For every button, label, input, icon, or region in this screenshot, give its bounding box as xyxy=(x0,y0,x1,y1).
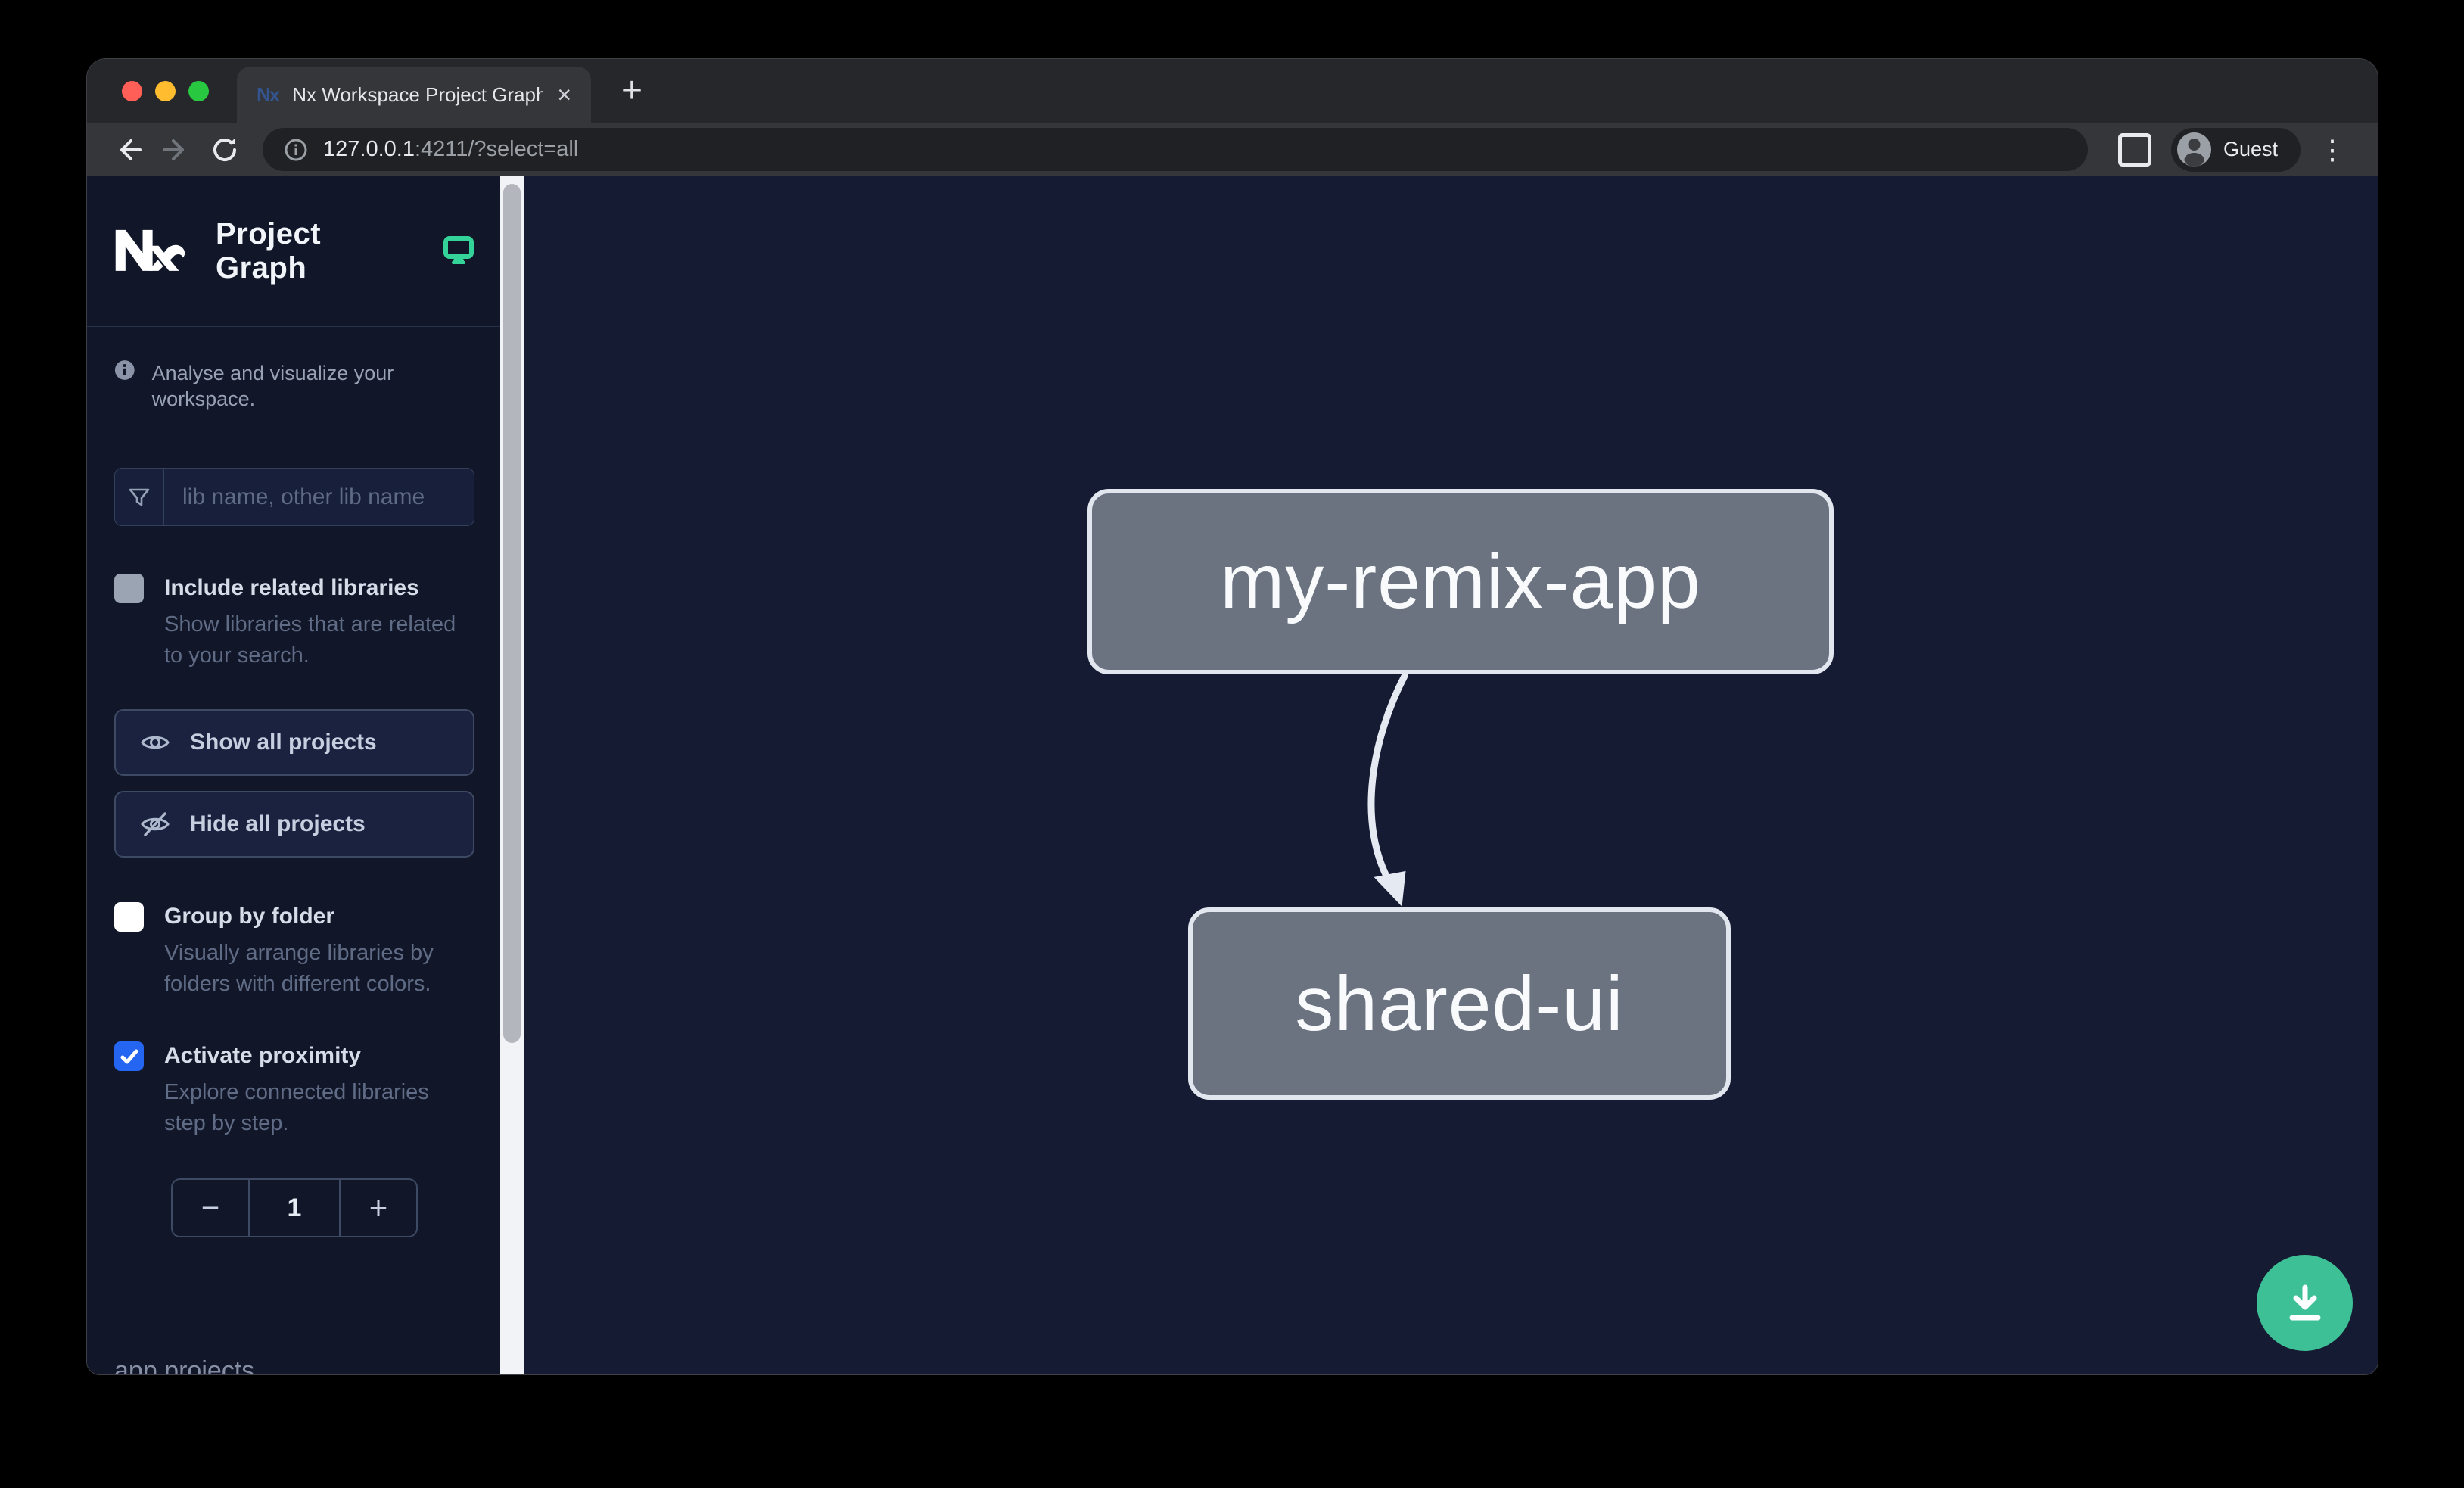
group-by-folder-checkbox[interactable] xyxy=(114,902,144,932)
minimize-window-button[interactable] xyxy=(155,81,176,101)
divider xyxy=(87,326,500,327)
option-description: Visually arrange libraries by folders wi… xyxy=(164,941,434,996)
tagline-text: Analyse and visualize your workspace. xyxy=(151,362,394,410)
tagline-row: Analyse and visualize your workspace. xyxy=(114,359,474,412)
side-panel-icon[interactable] xyxy=(2117,132,2151,167)
profile-label: Guest xyxy=(2223,138,2278,160)
option-activate-proximity: Activate proximity Explore connected lib… xyxy=(114,1041,474,1139)
button-label: Hide all projects xyxy=(190,811,366,836)
option-group-by-folder: Group by folder Visually arrange librari… xyxy=(114,901,474,1000)
back-icon[interactable] xyxy=(107,129,149,171)
nx-favicon-icon: Nx xyxy=(257,82,280,106)
sidebar-header: Project Graph xyxy=(114,176,474,285)
url-bar[interactable]: 127.0.0.1:4211/?select=all xyxy=(263,128,2088,171)
search-input[interactable] xyxy=(164,469,474,525)
page-content: Project Graph Analyse and visualize your… xyxy=(87,176,2378,1374)
dependency-edge xyxy=(1367,671,1409,907)
url-text: 127.0.0.1:4211/?select=all xyxy=(323,137,579,161)
sidebar-scrollbar-track[interactable] xyxy=(500,176,524,1374)
nx-logo xyxy=(114,229,187,275)
option-description: Explore connected libraries step by step… xyxy=(164,1080,429,1135)
hide-all-projects-button[interactable]: Hide all projects xyxy=(114,791,474,858)
button-label: Show all projects xyxy=(190,730,377,755)
search-box xyxy=(114,468,474,526)
download-image-button[interactable] xyxy=(2257,1255,2353,1351)
decrease-button[interactable]: − xyxy=(201,1190,220,1225)
graph-node-my-remix-app[interactable]: my-remix-app xyxy=(1087,489,1834,674)
browser-toolbar: 127.0.0.1:4211/?select=all Guest ⋮ xyxy=(87,123,2378,176)
filter-icon xyxy=(115,469,164,525)
increase-button[interactable]: + xyxy=(369,1190,388,1225)
profile-button[interactable]: Guest xyxy=(2170,127,2301,172)
fullscreen-window-button[interactable] xyxy=(188,81,209,101)
node-label: shared-ui xyxy=(1295,960,1624,1047)
browser-tab[interactable]: Nx Nx Workspace Project Graph × xyxy=(237,67,591,123)
browser-window: Nx Nx Workspace Project Graph × + 127.0.… xyxy=(86,58,2378,1375)
tab-close-icon[interactable]: × xyxy=(557,81,571,108)
site-info-icon[interactable] xyxy=(284,138,308,162)
download-icon xyxy=(2289,1284,2320,1320)
option-label: Group by folder xyxy=(164,904,334,929)
include-related-checkbox[interactable] xyxy=(114,574,144,603)
option-description: Show libraries that are related to your … xyxy=(164,612,456,668)
option-include-related: Include related libraries Show libraries… xyxy=(114,573,474,671)
node-label: my-remix-app xyxy=(1220,538,1701,624)
close-window-button[interactable] xyxy=(122,81,142,101)
avatar xyxy=(2176,132,2211,167)
page-title: Project Graph xyxy=(216,217,322,285)
option-label: Activate proximity xyxy=(164,1043,362,1068)
eye-off-icon xyxy=(141,812,170,836)
proximity-depth-stepper: − 1 + xyxy=(171,1178,418,1237)
option-label: Include related libraries xyxy=(164,575,419,600)
tab-title: Nx Workspace Project Graph xyxy=(292,82,544,106)
show-all-projects-button[interactable]: Show all projects xyxy=(114,709,474,776)
graph-node-shared-ui[interactable]: shared-ui xyxy=(1188,907,1731,1100)
sidebar: Project Graph Analyse and visualize your… xyxy=(87,176,500,1374)
new-tab-button[interactable]: + xyxy=(621,70,643,111)
tab-strip: Nx Nx Workspace Project Graph × + xyxy=(87,59,2378,123)
browser-menu-icon[interactable]: ⋮ xyxy=(2319,133,2346,165)
checkmark-icon xyxy=(120,1049,138,1063)
reload-icon[interactable] xyxy=(204,129,246,171)
eye-icon xyxy=(141,736,170,749)
section-app-projects[interactable]: app projects xyxy=(114,1356,474,1374)
graph-canvas[interactable]: my-remix-app shared-ui xyxy=(524,176,2378,1374)
depth-value: 1 xyxy=(248,1180,341,1236)
window-controls xyxy=(122,81,209,101)
sidebar-scrollbar-thumb[interactable] xyxy=(503,184,521,1043)
forward-icon[interactable] xyxy=(155,129,198,171)
monitor-icon[interactable] xyxy=(443,234,474,269)
activate-proximity-checkbox[interactable] xyxy=(114,1041,144,1071)
info-icon xyxy=(114,360,135,380)
